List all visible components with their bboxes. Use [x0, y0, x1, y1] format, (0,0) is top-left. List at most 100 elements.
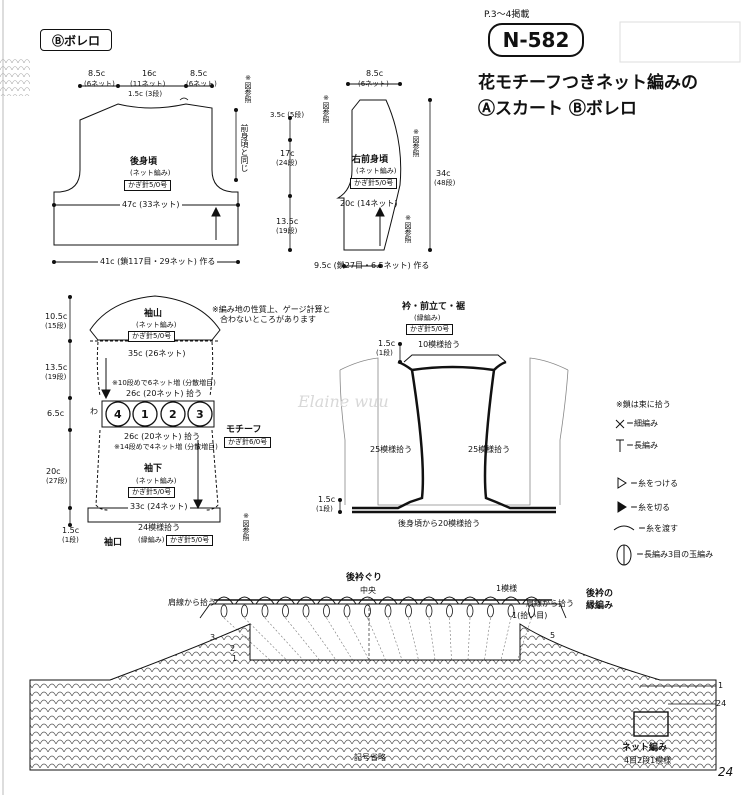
chart-row-1: 1 — [232, 654, 238, 663]
edge-puff-stitch — [425, 604, 433, 618]
edge-loop — [460, 596, 480, 605]
collar-bottom-height-b: (1段) — [316, 505, 333, 513]
legend-cut-yarn: ＝糸を切る — [630, 503, 670, 512]
front-total-a: 34c — [436, 169, 451, 178]
edge-puff-stitch — [343, 604, 351, 618]
page-number: 24 — [718, 765, 734, 779]
section-badge: Ⓑボレロ — [40, 29, 112, 51]
front-total-b: (48段) — [434, 179, 456, 187]
back-body-hook: かぎ針5/0号 — [124, 180, 172, 191]
edge-pickup-line — [500, 617, 512, 661]
sleeve-outline — [68, 295, 221, 527]
sleeve-note-1: ※編み地の性質上、ゲージ計算と — [212, 305, 331, 314]
sleeve-height-5a: 1.5c — [62, 526, 80, 535]
sleeve-motif-pick-top: 26c (20ネット) 拾う — [126, 389, 203, 398]
edge-puff-stitch — [446, 604, 453, 618]
sleeve-wa-mark: わ — [90, 407, 98, 416]
sleeve-height-5b: (1段) — [62, 536, 79, 544]
right-front-outline — [288, 82, 432, 268]
collar-top-height-b: (1段) — [376, 349, 393, 357]
sleeve-cap-stitch: (ネット編み) — [136, 321, 177, 329]
sleeve-height-4b: (27段) — [46, 477, 68, 485]
front-refer-right: ※図参照 — [412, 128, 420, 157]
motif-number-2: 2 — [169, 408, 177, 421]
edge-loop — [481, 596, 500, 605]
chart-center: 中央 — [360, 586, 376, 595]
pattern-code: N-582 — [488, 23, 584, 57]
chart-edging — [199, 598, 567, 660]
collar-outline — [338, 342, 569, 514]
edge-pickup-line — [484, 617, 491, 661]
edge-puff-stitch — [466, 604, 474, 618]
front-height-3b: (19段) — [276, 227, 298, 235]
sleeve-cuff-stitch: (縁編み) — [138, 536, 165, 544]
edge-pickup-line — [244, 617, 287, 661]
chart-one-pattern: 1模様 — [496, 584, 518, 593]
sleeve-under-width: 33c (24ネット) — [128, 502, 190, 511]
edge-puff-stitch — [405, 604, 412, 618]
front-refer-left: ※図参照 — [322, 94, 330, 123]
front-body-name: 右前身頃 — [352, 155, 389, 165]
edge-loop — [522, 596, 541, 605]
chart-left-pick: 肩線から拾う — [168, 598, 216, 607]
back-body-outline — [52, 84, 240, 264]
edge-loop — [501, 596, 521, 605]
edge-loop — [399, 596, 418, 605]
sleeve-height-3: 6.5c — [47, 409, 65, 418]
sleeve-cap-hook: かぎ針5/0号 — [128, 331, 176, 342]
front-bottom-width: 9.5c (鎖27目・6.5ネット) 作る — [314, 261, 430, 270]
back-width-left: 8.5c — [88, 69, 106, 78]
edge-loop — [419, 596, 439, 605]
sleeve-inc-note-2: ※14段めで4ネット増 (分散増目) — [114, 443, 218, 451]
back-bottom-width: 41c (鎖117目・29ネット) 作る — [98, 257, 218, 266]
edge-loop — [235, 596, 254, 605]
chart-neckline: 後衿ぐり — [346, 573, 383, 583]
front-height-2a: 17c — [280, 149, 295, 158]
chart-net-name: ネット編み — [622, 743, 668, 753]
collar-hook: かぎ針5/0号 — [406, 324, 454, 335]
sleeve-cuff-hook: かぎ針5/0号 — [166, 535, 214, 546]
legend-symbols — [613, 419, 635, 566]
sleeve-motif-pick-bottom: 26c (20ネット) 拾う — [124, 432, 201, 441]
legend-single-crochet: ＝細編み — [626, 419, 658, 428]
page-title-line1: 花モチーフつきネット編みの — [478, 73, 698, 93]
edge-pickup-line — [326, 617, 353, 661]
sleeve-refer-note: ※図参照 — [242, 512, 250, 541]
sleeve-motifs — [105, 401, 213, 427]
edge-puff-stitch — [220, 604, 228, 618]
watermark: Elaine wuu — [298, 392, 389, 411]
back-neck-depth: 1.5c (3段) — [128, 90, 163, 98]
motif-label: モチーフ — [226, 425, 262, 435]
collar-neck-pick: 10模様拾う — [418, 340, 461, 349]
front-width: 20c (14ネット) — [340, 199, 398, 208]
sleeve-cap-width: 35c (26ネット) — [128, 349, 186, 358]
sleeve-cap-name: 袖山 — [144, 309, 163, 319]
edge-pickup-line — [408, 617, 419, 661]
chart-omit-note: 記号省略 — [354, 753, 386, 762]
sleeve-under-name: 袖下 — [144, 464, 163, 474]
edge-loop — [378, 596, 398, 605]
edge-puff-stitch — [241, 604, 248, 618]
sleeve-cuff-pick: 24模様拾う — [138, 523, 181, 532]
edge-pickup-line — [387, 617, 403, 661]
front-height-3a: 13.5c — [276, 217, 299, 226]
chart-row-3: 3 — [210, 633, 216, 642]
motif-number-3: 3 — [196, 408, 204, 421]
edge-pickup-line — [428, 617, 436, 661]
front-body-hook: かぎ針5/0号 — [350, 178, 398, 189]
collar-name: 衿・前立て・裾 — [402, 302, 466, 312]
motif-hook: かぎ針6/0号 — [224, 437, 272, 448]
chart-edge-rays — [223, 617, 532, 661]
edge-loop — [337, 596, 357, 605]
back-width-right: 8.5c — [190, 69, 208, 78]
sleeve-inc-note-1: ※10段めで6ネット増 (分散増目) — [112, 379, 216, 387]
front-body-stitch: (ネット編み) — [356, 167, 397, 175]
edge-loop — [214, 596, 234, 605]
edge-loop — [440, 596, 459, 605]
back-same-as-front: 前身頃と同じ — [240, 124, 249, 172]
edge-pickup-line — [449, 617, 452, 661]
sleeve-height-2b: (19段) — [45, 373, 67, 381]
legend-carry-yarn: ＝糸を渡す — [638, 524, 678, 533]
sleeve-cuff-name: 袖口 — [104, 538, 123, 548]
collar-stitch: (縁編み) — [414, 314, 441, 322]
